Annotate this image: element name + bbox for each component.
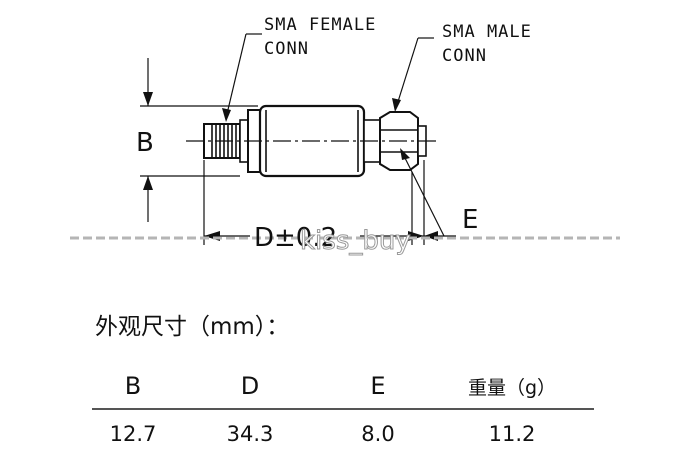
dim-label-d: D±0.2 — [254, 223, 337, 253]
female-label: SMA FEMALE CONN — [264, 15, 376, 59]
male-leader — [392, 37, 434, 112]
header-b: B — [92, 364, 174, 410]
table-row: 12.7 34.3 8.0 11.2 — [92, 409, 594, 458]
dim-label-e: E — [462, 205, 478, 235]
dim-label-b: B — [136, 128, 154, 158]
spec-table: B D E 重量（g） 12.7 34.3 8.0 11.2 — [92, 364, 594, 458]
cell-e: 8.0 — [361, 422, 395, 446]
e-leader — [400, 148, 445, 237]
attenuator-drawing: SMA FEMALE CONN SMA MALE CONN B D±0.2 E … — [70, 15, 620, 257]
svg-text:CONN: CONN — [442, 46, 487, 66]
cell-d: 34.3 — [226, 422, 274, 446]
female-leader — [222, 33, 262, 122]
svg-text:CONN: CONN — [264, 39, 309, 59]
svg-text:SMA MALE: SMA MALE — [442, 22, 532, 42]
table-header-row: B D E 重量（g） — [92, 364, 594, 410]
header-d: D — [174, 364, 326, 410]
section-title: 外观尺寸（mm）： — [95, 314, 290, 340]
male-label: SMA MALE CONN — [442, 22, 532, 66]
cell-weight: 11.2 — [488, 422, 536, 446]
header-e: E — [326, 364, 430, 410]
dimension-b — [140, 58, 258, 222]
svg-text:SMA FEMALE: SMA FEMALE — [264, 15, 376, 35]
cell-b: 12.7 — [109, 422, 157, 446]
header-weight: 重量（g） — [430, 364, 594, 410]
watermark-text: kiss_buy — [300, 226, 411, 256]
